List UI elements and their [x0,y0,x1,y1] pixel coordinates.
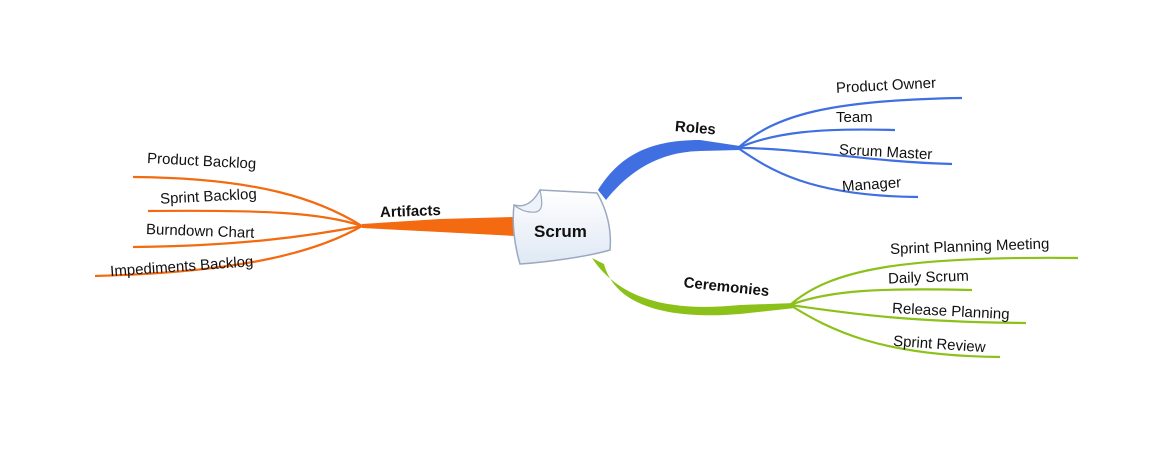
artifacts-main-connector [362,217,515,236]
ceremonies-item-release-planning: Release Planning [892,300,1010,323]
artifacts-sub-connectors [94,175,363,278]
roles-sub-connectors [737,96,963,199]
ceremonies-main-connector [592,258,795,316]
branch-roles: Roles Product Owner Team Scrum Master Ma… [598,75,963,200]
roles-connector-manager [737,147,919,199]
roles-connector-scrum-master [737,146,953,166]
roles-label: Roles [674,118,716,138]
branch-artifacts: Artifacts Product Backlog Sprint Backlog… [94,150,515,280]
ceremonies-connector-sprint-review [789,304,1001,359]
ceremonies-connector-release-planning [789,303,1027,325]
ceremonies-connector-sprint-planning [789,256,1079,306]
roles-connector-team [737,128,896,150]
artifacts-item-burndown-chart: Burndown Chart [146,221,256,242]
ceremonies-label: Ceremonies [683,274,770,300]
ceremonies-item-sprint-review: Sprint Review [893,333,987,356]
ceremonies-sub-connectors [789,256,1079,359]
note-fold [513,188,543,213]
artifacts-connector-product-backlog [132,175,363,227]
artifacts-item-product-backlog: Product Backlog [147,150,257,173]
note-icon [512,188,612,265]
roles-item-team: Team [836,109,873,126]
artifacts-connector-sprint-backlog [147,209,363,228]
artifacts-connector-impediments-backlog [94,225,363,278]
roles-connector-product-owner [737,96,963,149]
artifacts-item-impediments-backlog: Impediments Backlog [110,253,254,280]
branch-ceremonies: Ceremonies Sprint Planning Meeting Daily… [592,235,1079,359]
ceremonies-item-sprint-planning-meeting: Sprint Planning Meeting [890,235,1050,258]
roles-item-product-owner: Product Owner [836,75,937,97]
ceremonies-item-daily-scrum: Daily Scrum [888,268,969,288]
roles-item-manager: Manager [841,174,901,195]
artifacts-item-sprint-backlog: Sprint Backlog [160,186,257,208]
central-topic-label: Scrum [534,222,587,241]
artifacts-connector-burndown-chart [132,224,363,249]
central-topic[interactable]: Scrum [512,188,612,265]
ceremonies-connector-daily-scrum [789,288,973,307]
artifacts-label: Artifacts [380,202,441,221]
roles-main-connector [598,140,740,200]
roles-item-scrum-master: Scrum Master [839,141,933,163]
